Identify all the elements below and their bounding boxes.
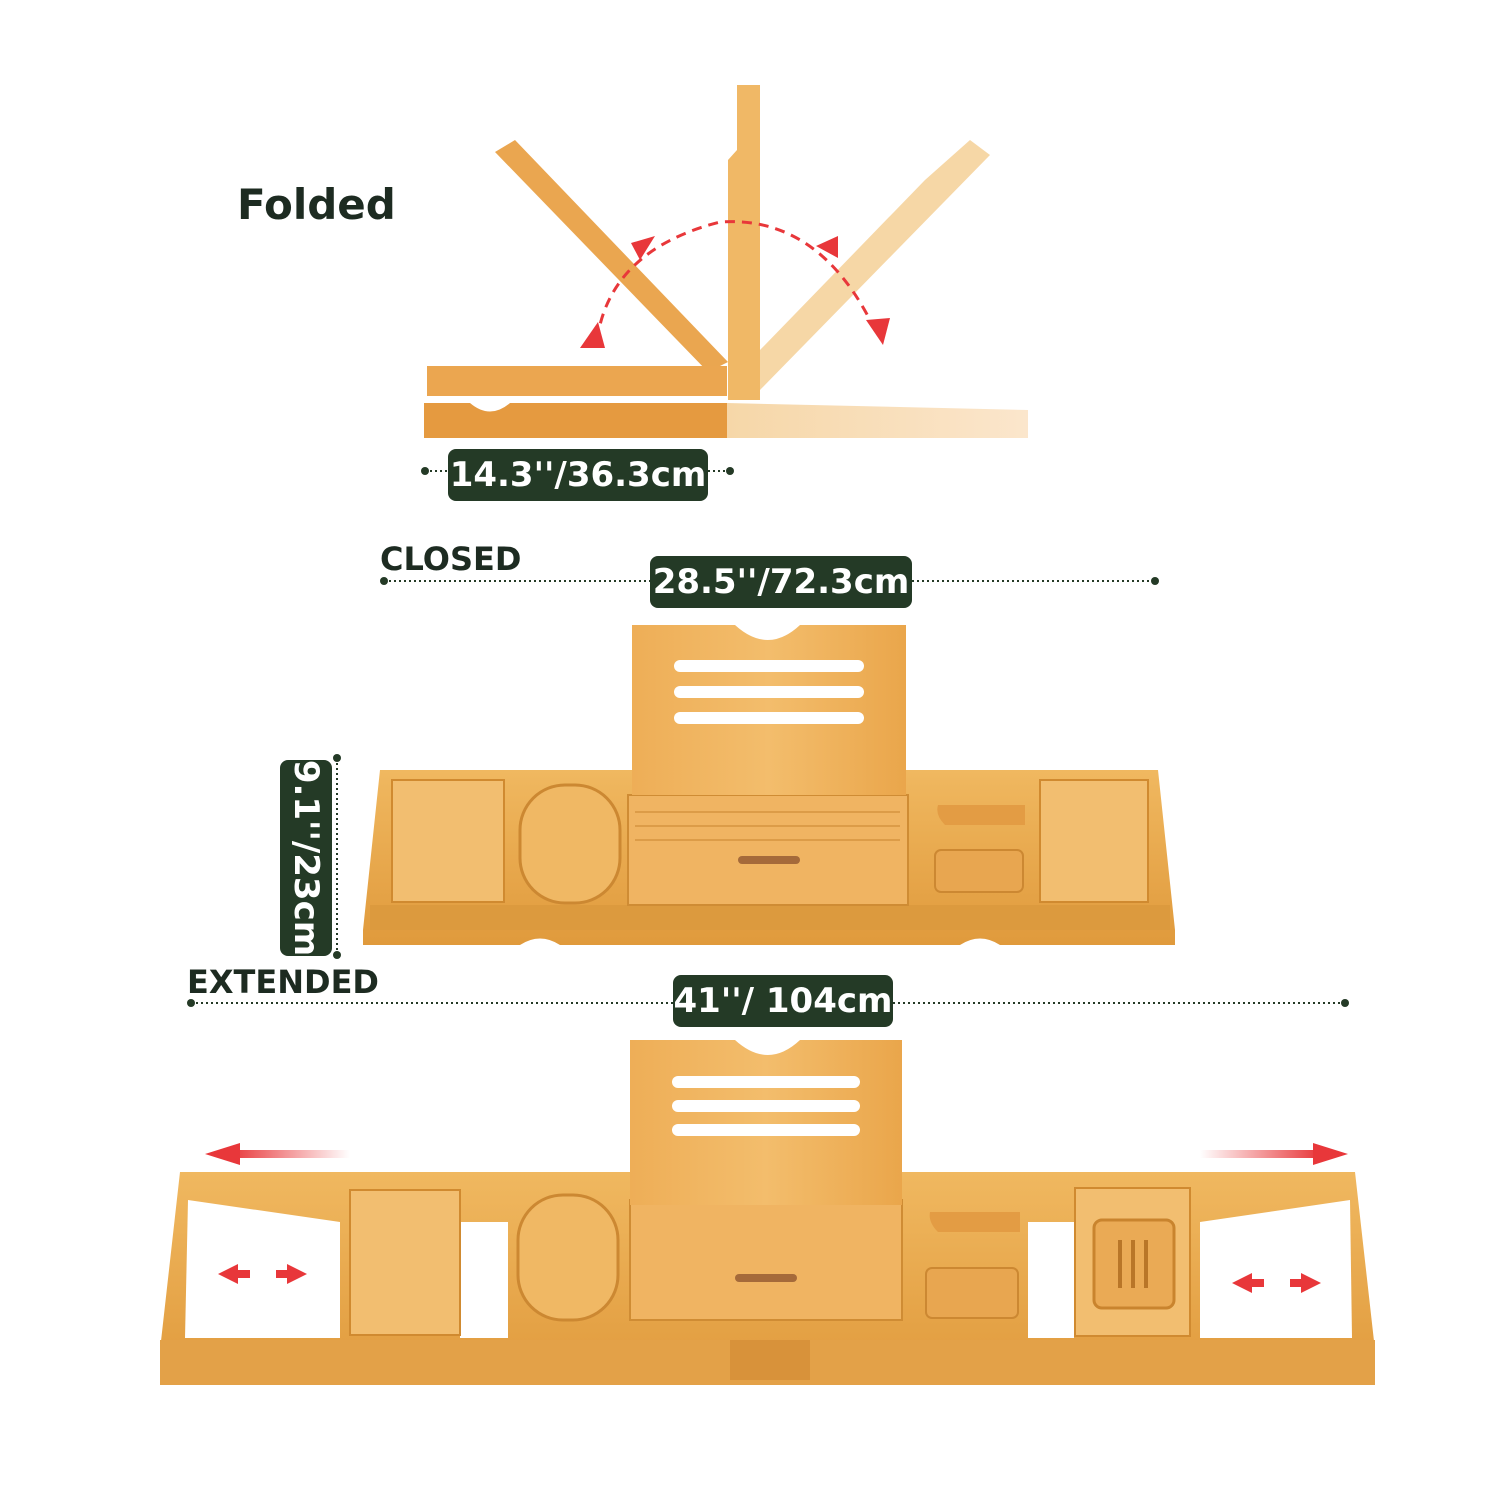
height-badge: 9.1''/23cm xyxy=(280,760,332,956)
folded-base-right xyxy=(727,403,1028,438)
book-stand-slot xyxy=(674,660,864,672)
center-tray-extended xyxy=(629,1199,903,1321)
folded-label: Folded xyxy=(237,180,396,229)
center-tray xyxy=(627,794,909,906)
right-compartment xyxy=(1039,779,1149,903)
folded-tray-illustration xyxy=(421,85,1028,475)
gap-left xyxy=(185,1200,340,1338)
extend-right-arrow xyxy=(1200,1150,1320,1158)
arrow-head-icon xyxy=(631,236,655,260)
extend-left-arrow xyxy=(230,1150,350,1158)
folded-arm-vertical xyxy=(728,85,760,400)
book-stand-slot xyxy=(672,1124,860,1136)
closed-label: CLOSED xyxy=(380,540,522,578)
dimension-endpoint xyxy=(1151,577,1159,585)
tray-front-edge xyxy=(370,905,1170,930)
left-compartment xyxy=(391,779,505,903)
folded-base-bottom xyxy=(424,403,727,438)
arrow-head-icon xyxy=(816,236,838,258)
closed-tray-illustration xyxy=(333,577,1175,959)
gap-right xyxy=(1200,1200,1352,1338)
book-stand-slot xyxy=(674,712,864,724)
slide-indicator-left xyxy=(218,1264,307,1284)
dimension-endpoint xyxy=(726,467,734,475)
gap-left-inner xyxy=(460,1222,508,1338)
book-stand-panel xyxy=(632,625,906,795)
folded-base-top xyxy=(427,366,727,396)
extended-label: EXTENDED xyxy=(187,963,379,1001)
arrow-head-icon xyxy=(580,322,605,348)
cup-slot-extended xyxy=(925,1267,1019,1319)
dimension-endpoint xyxy=(1341,999,1349,1007)
extended-tray-illustration xyxy=(160,999,1375,1385)
book-stand-panel-extended xyxy=(630,1040,902,1205)
arrow-head-icon xyxy=(205,1143,240,1165)
arrow-head-icon xyxy=(866,318,890,345)
hinge-plate xyxy=(738,856,800,864)
height-badge-text: 9.1''/23cm xyxy=(286,759,326,957)
book-stand-slot xyxy=(672,1076,860,1088)
folded-arm-left xyxy=(495,140,728,372)
hinge-plate-extended xyxy=(735,1274,797,1282)
book-stand-slot xyxy=(674,686,864,698)
wine-glass-slot xyxy=(518,783,622,905)
center-grooves xyxy=(635,811,900,841)
slide-indicator-right xyxy=(1232,1273,1321,1293)
arrow-head-icon xyxy=(1313,1143,1348,1165)
left-compartment-extended xyxy=(349,1189,461,1336)
dimension-endpoint xyxy=(421,467,429,475)
folded-arm-right xyxy=(760,140,990,390)
soap-dish-grooves xyxy=(1118,1240,1148,1288)
dimension-endpoint xyxy=(333,754,341,762)
extended-length-badge: 41''/ 104cm xyxy=(673,975,893,1027)
center-support xyxy=(730,1340,810,1380)
fold-motion-arc xyxy=(595,220,877,341)
wine-glass-slot-extended xyxy=(516,1193,620,1322)
dimension-endpoint xyxy=(333,951,341,959)
closed-length-badge: 28.5''/72.3cm xyxy=(650,556,912,608)
folded-width-badge: 14.3''/36.3cm xyxy=(448,449,708,501)
dimension-endpoint xyxy=(187,999,195,1007)
phone-slot-extended xyxy=(929,1212,1020,1232)
phone-slot xyxy=(937,805,1025,825)
gap-right-inner xyxy=(1028,1222,1074,1338)
book-stand-slot xyxy=(672,1100,860,1112)
dimension-endpoint xyxy=(380,577,388,585)
cup-slot xyxy=(934,849,1024,893)
